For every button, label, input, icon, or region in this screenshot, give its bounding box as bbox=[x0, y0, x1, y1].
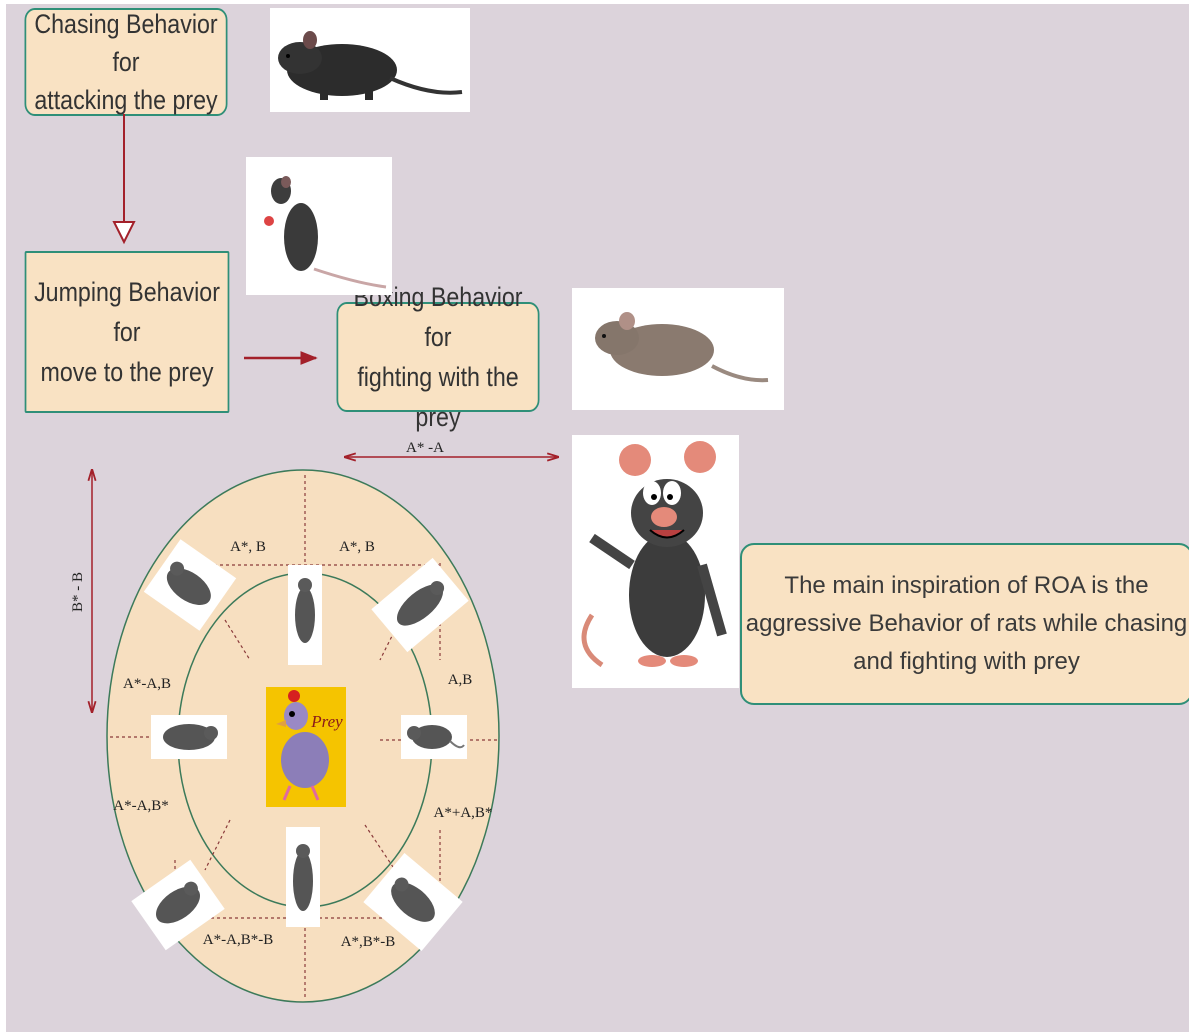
label-top-right: A*, B bbox=[339, 539, 375, 555]
hollow-arrow-head bbox=[114, 222, 134, 242]
label-left-lower: A*-A,B* bbox=[113, 798, 168, 814]
vertical-arrow-label: B* - B bbox=[70, 572, 86, 612]
label-right-lower: A*+A,B* bbox=[434, 805, 493, 821]
prey-panel: Prey bbox=[266, 687, 346, 807]
label-left-upper: A*-A,B bbox=[123, 676, 171, 692]
label-top-left: A*, B bbox=[230, 539, 266, 555]
rat-thumb-left bbox=[151, 715, 227, 759]
horizontal-arrow-label: A* -A bbox=[406, 440, 444, 456]
label-bottom-left: A*-A,B*-B bbox=[203, 932, 273, 948]
rat-thumb-right bbox=[401, 715, 467, 759]
rat-thumb-top bbox=[288, 565, 322, 665]
label-right-upper: A,B bbox=[448, 672, 473, 688]
label-bottom-right: A*,B*-B bbox=[341, 934, 396, 950]
prey-label: Prey bbox=[310, 712, 343, 731]
rat-thumb-bottom bbox=[286, 827, 320, 927]
